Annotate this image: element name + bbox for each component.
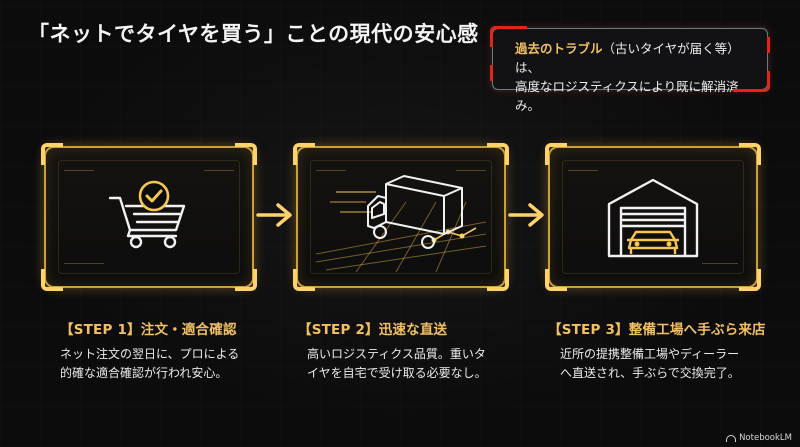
brand-name: NotebookLM xyxy=(739,433,792,443)
frame-corner xyxy=(739,143,761,165)
garage-car-icon xyxy=(607,178,699,258)
frame-corner xyxy=(41,143,63,165)
callout-box: 過去のトラブル（古いタイヤが届く等）は、 高度なロジスティクスにより既に解消済み… xyxy=(490,26,770,113)
hud-line xyxy=(204,170,234,171)
frame-inner-border xyxy=(562,160,744,274)
step-1-heading: 【STEP 1】注文・適合確認 xyxy=(60,322,237,338)
callout-highlight: 過去のトラブル xyxy=(515,41,603,56)
step-2-heading: 【STEP 2】迅速な直送 xyxy=(298,322,448,338)
frame-corner xyxy=(293,143,315,165)
step-2-description: 高いロジスティクス品質。重いタ イヤを自宅で受け取る必要なし。 xyxy=(307,345,487,383)
step-2-line-2: イヤを自宅で受け取る必要なし。 xyxy=(307,366,487,380)
step-3-line-1: 近所の提携整備工場やディーラー xyxy=(560,347,740,361)
step-3-heading: 【STEP 3】整備工場へ手ぶら来店 xyxy=(548,322,766,338)
brand-logo: NotebookLM xyxy=(726,433,792,443)
hud-line xyxy=(702,263,738,264)
frame-inner-border xyxy=(58,160,240,274)
hud-line xyxy=(568,170,598,171)
step-1-frame xyxy=(41,143,257,291)
frame-corner xyxy=(739,269,761,291)
page-title: 「ネットでタイヤを買う」ことの現代の安心感 xyxy=(28,22,479,46)
callout-accent xyxy=(767,37,770,53)
frame-corner xyxy=(293,269,315,291)
hud-line xyxy=(64,170,94,171)
callout-accent xyxy=(490,65,493,81)
callout-line-1-rest: （古いタイヤが届く等）は、 xyxy=(515,41,740,75)
frame-corner xyxy=(487,143,509,165)
step-1-line-1: ネット注文の翌日に、プロによる xyxy=(60,347,240,361)
frame-corner xyxy=(545,143,567,165)
frame-corner xyxy=(41,269,63,291)
hud-line xyxy=(64,263,104,264)
arrow-right-icon xyxy=(508,203,544,227)
arrow-right-icon xyxy=(256,203,292,227)
notebooklm-icon xyxy=(726,434,737,442)
step-1-description: ネット注文の翌日に、プロによる 的確な適合確認が行われ安心。 xyxy=(60,345,239,383)
callout-line-1: 過去のトラブル（古いタイヤが届く等）は、 xyxy=(515,39,751,77)
step-3-line-2: へ直送され、手ぶらで交換完了。 xyxy=(560,366,740,380)
delivery-truck-icon xyxy=(316,175,486,272)
frame-corner xyxy=(235,269,257,291)
step-3-description: 近所の提携整備工場やディーラー へ直送され、手ぶらで交換完了。 xyxy=(560,345,740,383)
frame-corner xyxy=(487,269,509,291)
shopping-cart-check-icon xyxy=(108,180,186,249)
step-3-frame xyxy=(545,143,761,291)
frame-corner xyxy=(545,269,567,291)
step-2-line-1: 高いロジスティクス品質。重いタ xyxy=(307,347,486,361)
hud-line xyxy=(456,170,486,171)
hud-line xyxy=(316,170,346,171)
frame-inner-border xyxy=(310,160,492,274)
step-2-frame xyxy=(293,143,509,291)
callout-line-2: 高度なロジスティクスにより既に解消済み。 xyxy=(515,79,739,113)
step-1-line-2: 的確な適合確認が行われ安心。 xyxy=(60,366,228,380)
frame-corner xyxy=(235,143,257,165)
